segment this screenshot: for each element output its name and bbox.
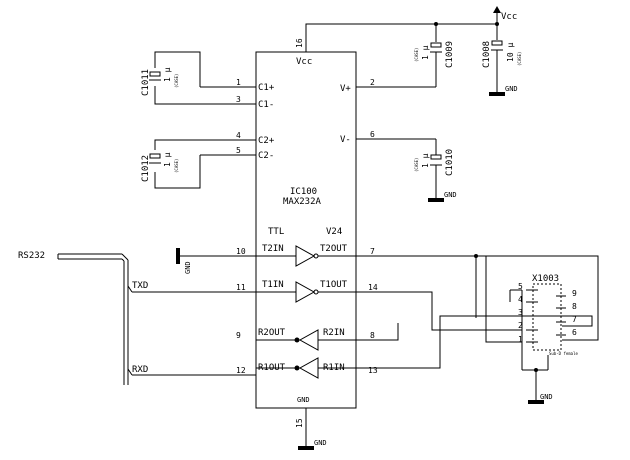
svg-text:1 µ: 1 µ <box>421 45 430 60</box>
pin-num-c2p: 4 <box>236 131 241 140</box>
svg-text:T1IN: T1IN <box>262 280 284 290</box>
svg-text:12: 12 <box>236 366 246 375</box>
svg-text:1 µ: 1 µ <box>163 67 172 82</box>
receiver-r2 <box>298 329 319 351</box>
pin-num-vp: 2 <box>370 78 375 87</box>
svg-text:11: 11 <box>236 283 246 292</box>
svg-text:GND: GND <box>540 393 553 401</box>
pin-name-vm: V- <box>340 135 351 145</box>
vcc-label: Vcc <box>501 12 517 22</box>
driver-t1 <box>295 281 316 303</box>
receiver-r1 <box>298 357 319 379</box>
pin-name-c1m: C1- <box>258 100 274 110</box>
pin-name-vp: V+ <box>340 84 351 94</box>
pin-name-c2m: C2- <box>258 151 274 161</box>
svg-text:(CASE): (CASE) <box>517 52 522 66</box>
svg-text:1 µ: 1 µ <box>163 152 172 167</box>
ic-vcc-label: Vcc <box>296 57 312 67</box>
rs232-bus: RS232 TXD RXD <box>18 251 148 385</box>
svg-text:RXD: RXD <box>132 365 148 375</box>
svg-text:C1011: C1011 <box>141 69 151 96</box>
svg-text:1: 1 <box>518 335 523 344</box>
capacitor-c1010: GND C1010 1 µ (CASE) <box>414 139 457 202</box>
svg-text:2: 2 <box>518 321 523 330</box>
svg-text:(CASE): (CASE) <box>174 74 179 88</box>
ic-ref: IC100 <box>290 187 317 197</box>
svg-text:C1012: C1012 <box>141 155 151 182</box>
svg-text:4: 4 <box>518 295 523 304</box>
svg-text:14: 14 <box>368 283 378 292</box>
svg-text:10: 10 <box>236 247 246 256</box>
svg-text:C1008: C1008 <box>482 41 492 68</box>
ic-part: MAX232A <box>283 197 322 207</box>
connector-x1003: X1003 5 4 3 2 1 9 8 7 6 Sub-D female <box>518 274 578 356</box>
pin-num-vcc: 16 <box>295 38 304 48</box>
ic-v24-label: V24 <box>326 227 342 237</box>
pin-num-vm: 6 <box>370 130 375 139</box>
svg-text:7: 7 <box>370 247 375 256</box>
svg-text:T2OUT: T2OUT <box>320 244 348 254</box>
capacitor-c1011: C1011 1 µ (CASE) <box>141 51 201 105</box>
svg-text:T2IN: T2IN <box>262 244 284 254</box>
svg-text:RS232: RS232 <box>18 251 45 261</box>
pin-name-c1p: C1+ <box>258 83 275 93</box>
capacitor-c1008: GND C1008 10 µ (CASE) <box>482 40 522 96</box>
pin-num-c1p: 1 <box>236 78 241 87</box>
driver-t2 <box>295 245 316 267</box>
svg-text:R1IN: R1IN <box>323 363 345 373</box>
svg-text:R2OUT: R2OUT <box>258 328 286 338</box>
svg-text:13: 13 <box>368 366 378 375</box>
svg-text:6: 6 <box>572 328 577 337</box>
ic-gnd-label: GND <box>297 396 310 404</box>
svg-text:5: 5 <box>518 282 523 291</box>
svg-text:GND: GND <box>184 261 192 274</box>
svg-text:3: 3 <box>518 308 523 317</box>
svg-text:15: 15 <box>295 418 304 428</box>
svg-text:9: 9 <box>572 289 577 298</box>
pin-num-c1m: 3 <box>236 95 241 104</box>
svg-text:R2IN: R2IN <box>323 328 345 338</box>
svg-text:C1009: C1009 <box>445 41 455 68</box>
ic-ttl-label: TTL <box>268 227 284 237</box>
svg-text:9: 9 <box>236 331 241 340</box>
svg-text:Sub-D female: Sub-D female <box>549 351 578 356</box>
svg-text:X1003: X1003 <box>532 274 559 284</box>
pin-num-c2m: 5 <box>236 146 241 155</box>
svg-text:GND: GND <box>444 191 457 199</box>
svg-text:1 µ: 1 µ <box>421 153 430 168</box>
svg-text:C1010: C1010 <box>445 149 455 176</box>
vcc-arrow <box>493 6 501 13</box>
svg-text:(CASE): (CASE) <box>414 48 419 62</box>
svg-text:8: 8 <box>572 302 577 311</box>
svg-text:TXD: TXD <box>132 281 148 291</box>
svg-text:(CASE): (CASE) <box>414 158 419 172</box>
svg-text:GND: GND <box>505 85 518 93</box>
svg-text:GND: GND <box>314 439 327 447</box>
svg-text:(CASE): (CASE) <box>174 159 179 173</box>
svg-text:8: 8 <box>370 331 375 340</box>
svg-text:7: 7 <box>572 315 577 324</box>
capacitor-c1012: C1012 1 µ (CASE) <box>141 139 201 189</box>
capacitor-c1009: C1009 1 µ (CASE) <box>414 41 455 87</box>
svg-text:10 µ: 10 µ <box>506 43 515 62</box>
svg-text:R1OUT: R1OUT <box>258 363 286 373</box>
svg-text:T1OUT: T1OUT <box>320 280 348 290</box>
pin-name-c2p: C2+ <box>258 136 275 146</box>
